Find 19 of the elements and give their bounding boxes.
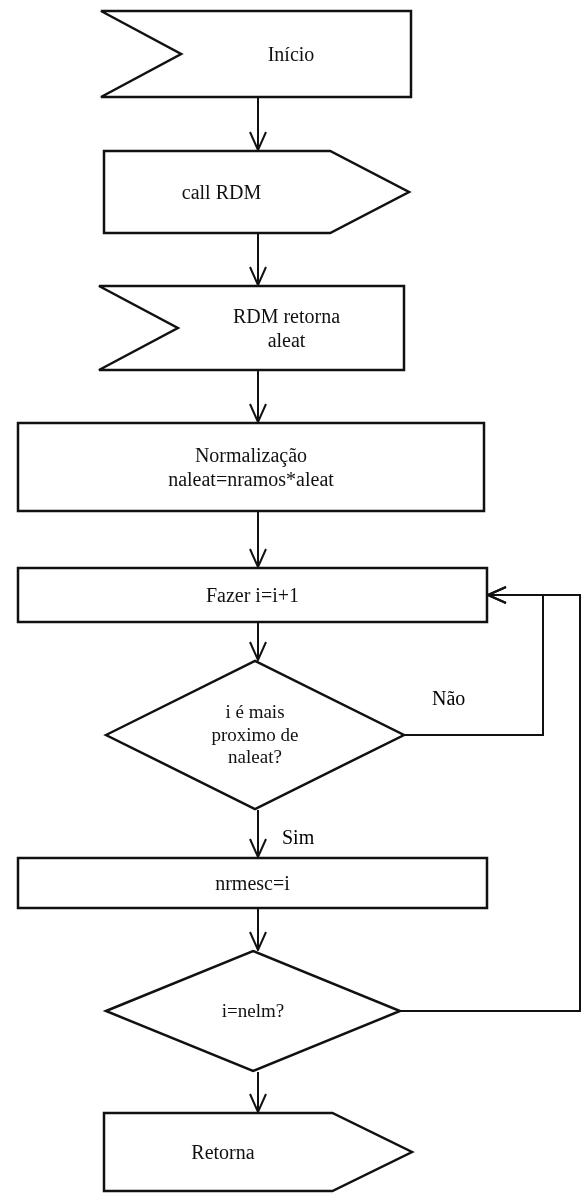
node-text: nrmesc=i (215, 871, 290, 895)
node-text: i=nelm? (221, 999, 285, 1023)
node-text: Normalização (194, 443, 308, 467)
arrow (249, 97, 267, 151)
arrow (249, 1071, 267, 1113)
node-text: i é mais proximo de naleat? (210, 700, 300, 770)
arrow (400, 586, 581, 1012)
arrow (249, 511, 267, 568)
arrow (249, 622, 267, 661)
arrow (249, 809, 267, 858)
arrow (249, 370, 267, 423)
node-text: naleat=nramos*aleat (168, 467, 334, 491)
node-text: Retorna (191, 1140, 255, 1164)
node-text: RDM retorna aleat (231, 304, 342, 352)
arrow (249, 908, 267, 951)
node-text: Fazer i=i+1 (205, 583, 300, 607)
node-text: call RDM (181, 180, 262, 204)
node-text: Início (267, 42, 315, 66)
arrow (249, 233, 267, 286)
